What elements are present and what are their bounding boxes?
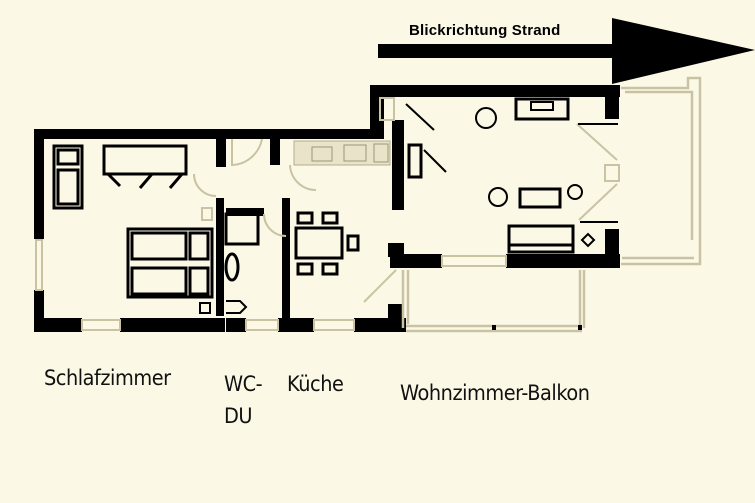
living-room-windows (379, 97, 507, 267)
direction-label: Blickrichtung Strand (409, 22, 561, 39)
kitchen-table (294, 211, 360, 276)
room-label-wc-line2: DU (224, 404, 253, 428)
room-label-wc-du: WC- DU (224, 368, 263, 432)
front-balcony (401, 270, 586, 333)
bedroom-door (193, 173, 217, 221)
bedroom-furniture (52, 144, 214, 314)
right-arrow-icon (378, 18, 755, 84)
bedroom-windows (35, 239, 121, 331)
balcony-posts (492, 325, 582, 330)
balcony-doors (576, 123, 620, 221)
living-room-furniture (405, 97, 596, 254)
wc-fixtures (224, 212, 260, 314)
hall-doors (231, 138, 355, 331)
room-label-schlafzimmer: Schlafzimmer (44, 366, 171, 390)
wc-walls (224, 129, 406, 332)
kitchen-door (363, 269, 397, 303)
side-balcony (621, 76, 702, 266)
kitchen-counter (293, 140, 391, 166)
room-label-kueche: Küche (287, 372, 344, 396)
door-lines (578, 123, 618, 223)
bedroom-walls (34, 129, 226, 332)
living-room-walls (370, 85, 620, 268)
room-label-wc-line1: WC- (224, 372, 263, 396)
room-label-wohnzimmer-balkon: Wohnzimmer-Balkon (400, 381, 590, 405)
